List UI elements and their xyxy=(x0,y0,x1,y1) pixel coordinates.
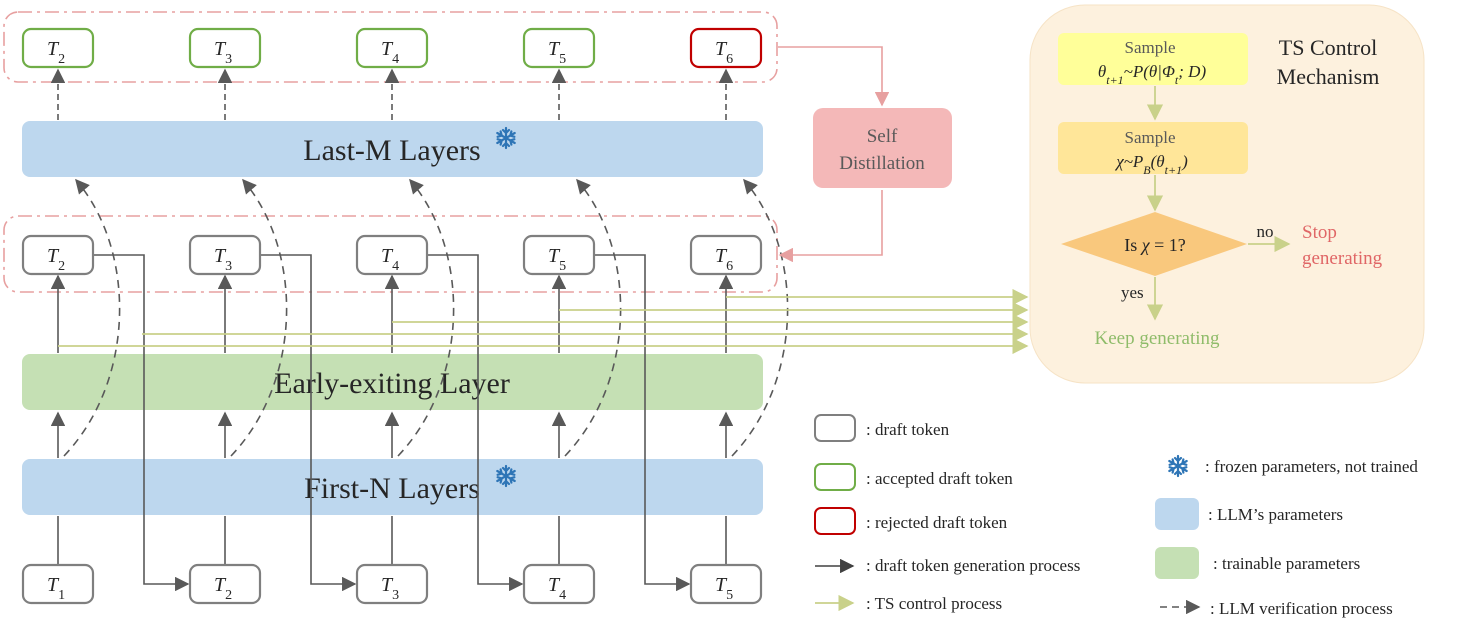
bottom-token-2-box xyxy=(188,563,262,605)
decision-text: Is χ = 1? xyxy=(1124,235,1186,255)
mid-token-2-box xyxy=(188,234,262,276)
legend-accepted-text: : accepted draft token xyxy=(866,469,1013,488)
legend-rejected-swatch xyxy=(814,507,856,535)
ts-title-line2: Mechanism xyxy=(1277,64,1380,89)
draft-feedback-arrow-4 xyxy=(594,254,691,592)
legend-trainable-text: : trainable parameters xyxy=(1213,554,1360,573)
verification-arrow-4 xyxy=(564,178,622,457)
legend-rejected-text: : rejected draft token xyxy=(866,513,1008,532)
draft-feedback-arrow-3 xyxy=(427,254,524,592)
first-n-layers-label: First-N Layers xyxy=(304,472,480,505)
ts-control-panel xyxy=(1029,4,1425,384)
bottom-token-5-box xyxy=(689,563,763,605)
connections-layer xyxy=(50,68,1029,592)
last-m-layers-block xyxy=(22,121,763,177)
keep-generating-label: Keep generating xyxy=(1094,328,1220,349)
self-distillation-box xyxy=(813,108,952,188)
legend-llm-swatch xyxy=(1155,498,1199,530)
sample-theta-box xyxy=(1058,33,1248,85)
distillation-in-arrow xyxy=(778,46,890,107)
top-token-1-box xyxy=(21,27,95,69)
draft-feedback-arrow-1 xyxy=(93,254,190,592)
top-token-5-box xyxy=(689,27,763,69)
top-token-2-box xyxy=(188,27,262,69)
legend-trainable-swatch xyxy=(1155,547,1199,579)
early-exiting-layer-block xyxy=(22,354,763,410)
early-exiting-layer-label: Early-exiting Layer xyxy=(274,367,510,400)
ts-title-line1: TS Control xyxy=(1279,35,1377,60)
bottom-token-3-box xyxy=(355,563,429,605)
legend-ts-text: : TS control process xyxy=(866,594,1002,613)
yes-label: yes xyxy=(1121,283,1144,302)
stop-line2: generating xyxy=(1302,248,1383,269)
stop-line1: Stop xyxy=(1302,222,1337,243)
bottom-token-4-box xyxy=(522,563,596,605)
self-distillation-line1: Self xyxy=(867,126,898,147)
mid-token-3-box xyxy=(355,234,429,276)
last-m-layers-label: Last-M Layers xyxy=(303,134,480,167)
legend-frozen-icon xyxy=(1168,454,1188,478)
mid-token-1-box xyxy=(21,234,95,276)
sample-chi-label: Sample xyxy=(1125,128,1176,147)
self-distillation-line2: Distillation xyxy=(839,153,925,174)
verification-arrow-3 xyxy=(397,178,455,457)
verification-arrow-5 xyxy=(731,178,789,457)
legend-gen-text: : draft token generation process xyxy=(866,556,1080,575)
verification-arrow-2 xyxy=(230,178,288,457)
bottom-token-1-box xyxy=(21,563,95,605)
top-token-group-box xyxy=(3,11,778,83)
mid-token-5-box xyxy=(689,234,763,276)
mid-token-group-box xyxy=(3,215,778,293)
draft-feedback-arrow-2 xyxy=(260,254,357,592)
legend-llm-text: : LLM’s parameters xyxy=(1208,505,1343,524)
top-token-4-box xyxy=(522,27,596,69)
distillation-out-arrow xyxy=(778,190,883,263)
decision-diamond xyxy=(1061,212,1247,276)
legend-draft-token-text: : draft token xyxy=(866,420,950,439)
no-label: no xyxy=(1257,222,1274,241)
legend-frozen-text: : frozen parameters, not trained xyxy=(1205,457,1418,476)
mid-token-4-box xyxy=(522,234,596,276)
legend-draft-token-swatch xyxy=(814,414,856,442)
first-n-layers-block xyxy=(22,459,763,515)
sample-chi-box xyxy=(1058,122,1248,174)
legend-verification-text: : LLM verification process xyxy=(1210,599,1393,618)
sample-theta-label: Sample xyxy=(1125,38,1176,57)
verification-arrow-1 xyxy=(63,178,121,457)
top-token-3-box xyxy=(355,27,429,69)
legend-accepted-swatch xyxy=(814,463,856,491)
